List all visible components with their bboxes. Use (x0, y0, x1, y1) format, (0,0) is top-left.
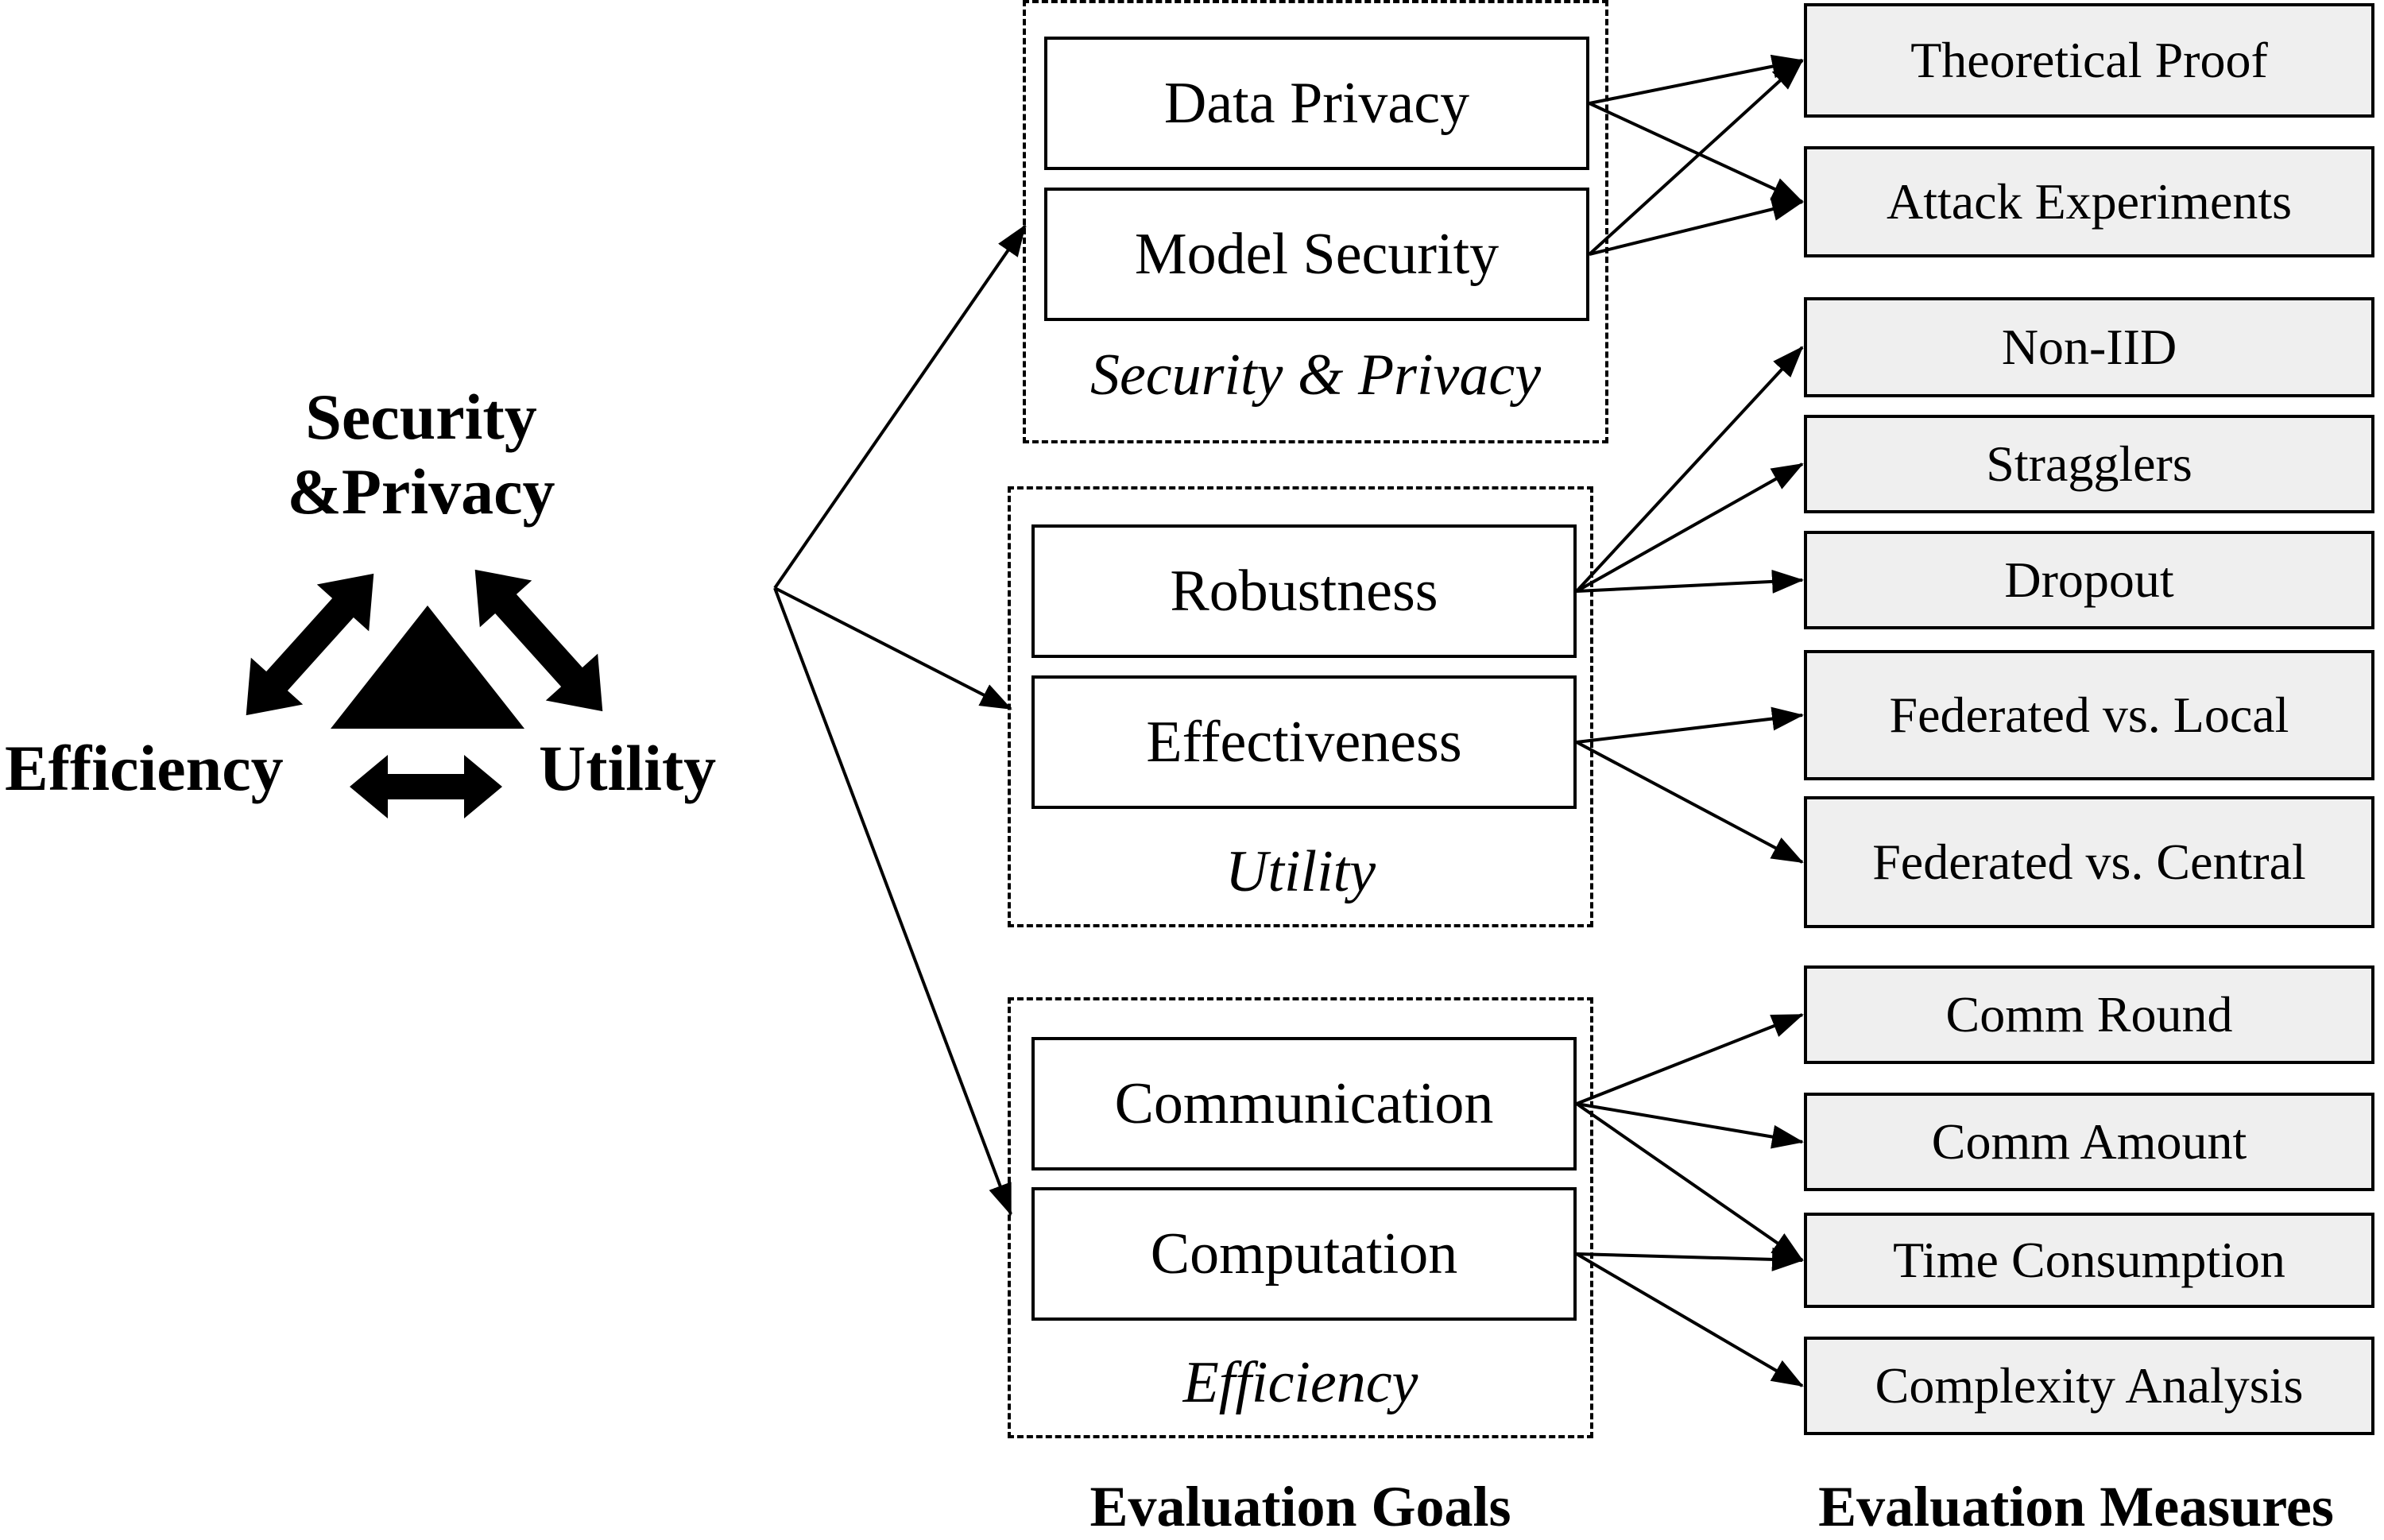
fan-arrow-utility (774, 586, 1012, 710)
measure-attack-experiments: Attack Experiments (1804, 146, 2374, 257)
arrow-data-privacy-to-theoretical-proof (1589, 54, 1804, 105)
double-arrow-top-left-icon (246, 573, 374, 716)
connection-arrows (1575, 54, 1804, 1387)
measure-dropout: Dropout (1804, 531, 2374, 629)
goal-communication: Communication (1031, 1037, 1577, 1170)
arrow-model-security-to-theoretical-proof (1588, 59, 1804, 256)
measure-complexity-analysis: Complexity Analysis (1804, 1337, 2374, 1435)
arrow-robustness-to-dropout (1576, 569, 1804, 594)
arrow-robustness-to-stragglers (1576, 462, 1804, 593)
group-security-privacy (1023, 0, 1608, 443)
double-arrow-top-right-icon (474, 569, 603, 712)
group-label-utility: Utility (1225, 839, 1376, 904)
arrow-data-privacy-to-attack-experiments (1589, 102, 1804, 203)
arrow-computation-to-complexity-analysis (1575, 1252, 1804, 1387)
group-efficiency (1008, 997, 1593, 1438)
group-label-security-privacy: Security & Privacy (1089, 342, 1542, 408)
arrow-effectiveness-to-federated-vs-central (1576, 741, 1804, 864)
fan-arrow-security (773, 224, 1027, 590)
measure-comm-round: Comm Round (1804, 965, 2374, 1064)
measure-stragglers: Stragglers (1804, 415, 2374, 513)
goal-computation: Computation (1031, 1187, 1577, 1321)
goal-robustness: Robustness (1031, 524, 1577, 658)
measure-comm-amount: Comm Amount (1804, 1093, 2374, 1191)
group-utility (1008, 486, 1593, 927)
goal-data-privacy: Data Privacy (1044, 37, 1589, 170)
arrow-effectiveness-to-federated-vs-local (1576, 706, 1804, 744)
arrow-model-security-to-attack-experiments (1589, 197, 1804, 256)
triangle-label-privacy-line: &Privacy (287, 455, 555, 528)
fan-arrow-efficiency (773, 587, 1012, 1216)
column-title-goals: Evaluation Goals (1089, 1475, 1511, 1538)
arrow-computation-to-time-consumption (1576, 1247, 1804, 1271)
measure-federated-vs-local: Federated vs. Local (1804, 650, 2374, 780)
fan-arrows (773, 224, 1027, 1216)
measure-theoretical-proof: Theoretical Proof (1804, 3, 2374, 118)
measure-federated-vs-central: Federated vs. Central (1804, 796, 2374, 928)
arrow-communication-to-comm-amount (1576, 1102, 1804, 1149)
triangle-label-security-line: Security (305, 381, 537, 453)
group-label-efficiency: Efficiency (1182, 1350, 1418, 1415)
arrow-communication-to-time-consumption (1575, 1102, 1804, 1262)
goal-effectiveness: Effectiveness (1031, 675, 1577, 809)
arrow-communication-to-comm-round (1576, 1013, 1804, 1105)
column-title-measures: Evaluation Measures (1818, 1475, 2334, 1538)
measure-time-consumption: Time Consumption (1804, 1213, 2374, 1308)
triangle-label-utility: Utility (539, 732, 717, 804)
measure-non-iid: Non-IID (1804, 297, 2374, 397)
arrow-robustness-to-non-iid (1575, 346, 1804, 593)
triangle-label-security-privacy: Security &Privacy (246, 380, 596, 530)
goal-model-security: Model Security (1044, 188, 1589, 321)
triangle-label-efficiency: Efficiency (5, 732, 284, 804)
center-triangle-icon (331, 606, 524, 729)
double-arrow-bottom-icon (350, 755, 502, 818)
